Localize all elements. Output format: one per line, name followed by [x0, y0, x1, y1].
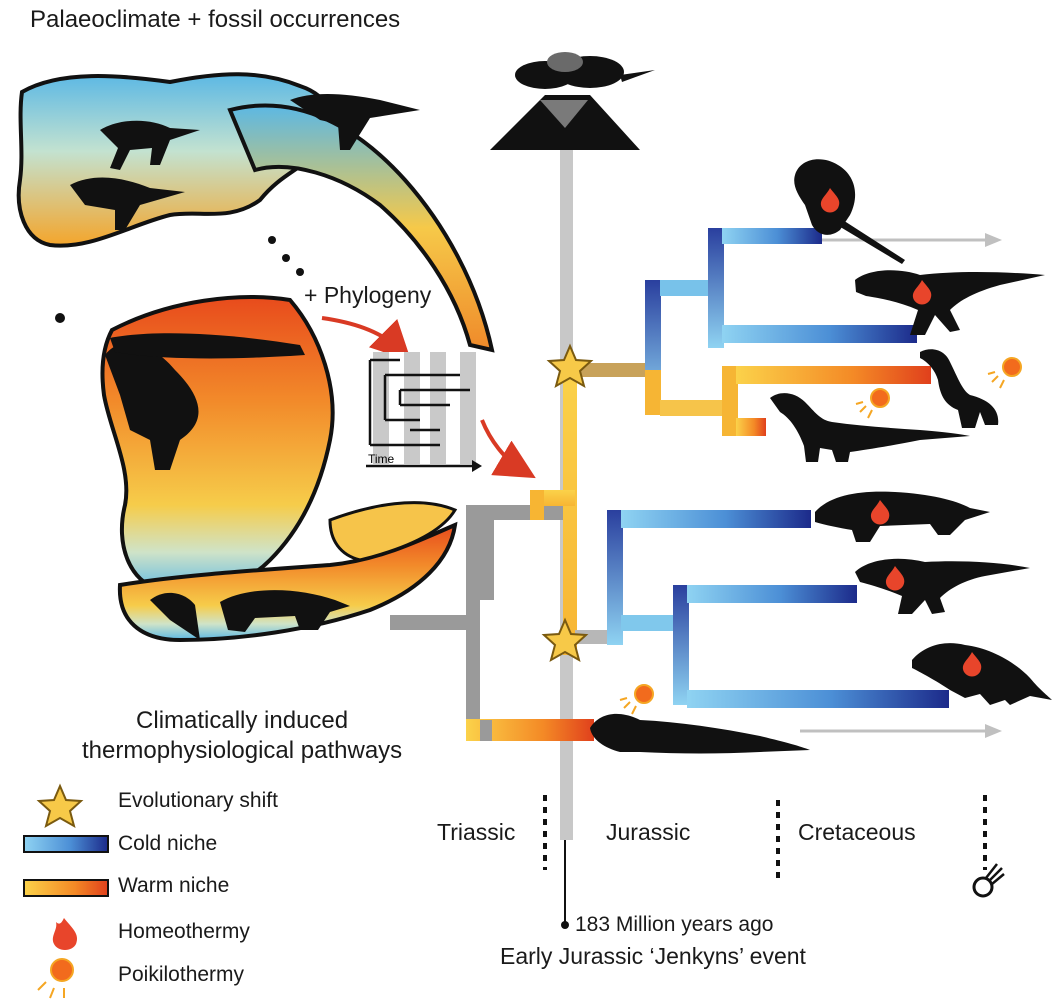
red-arrow-to-phylogeny	[322, 318, 400, 350]
warm-branch-brachiosaur	[736, 366, 931, 384]
island	[268, 236, 276, 244]
meteor-icon	[974, 864, 1004, 896]
volcano-icon	[490, 52, 655, 150]
lower-clade-node	[607, 510, 623, 645]
sun-dot-icon-diplodocid	[856, 389, 889, 418]
cold-branch-bird	[722, 228, 822, 244]
flame-icon	[53, 918, 77, 950]
sun-dot-icon-crocodile	[620, 685, 653, 714]
star-icon	[39, 786, 81, 826]
island	[55, 313, 65, 323]
warm-node-sauropods	[722, 366, 738, 436]
cold-branch-ankylosaur	[621, 510, 811, 528]
cold-branch-ceratopsian	[687, 690, 949, 708]
island	[282, 254, 290, 262]
inset-time-label: Time	[368, 452, 395, 466]
cold-node-ornithopods	[673, 585, 689, 705]
warm-gradient-swatch	[24, 880, 108, 896]
cold-branch-hadrosaur	[687, 585, 857, 603]
ankylosaur-silhouette-tip	[815, 492, 990, 542]
warm-branch-diplodocid	[736, 418, 766, 436]
sun-dot-icon-brachiosaur	[988, 358, 1021, 388]
hadrosaur-silhouette-tip	[855, 559, 1030, 614]
cold-branch-to-tyrannosaur	[660, 280, 710, 296]
cold-gradient-swatch	[24, 836, 108, 852]
crocodile-silhouette-tip	[590, 714, 810, 754]
basal-warm-connector	[466, 505, 480, 720]
cold-branch-tyrannosaur	[722, 325, 917, 343]
cold-node-upper	[708, 228, 724, 348]
bird-silhouette-tip	[794, 159, 905, 264]
brachiosaur-silhouette-tip	[920, 349, 998, 428]
event-marker-dot	[561, 921, 569, 929]
warm-branch-sauropod-node	[660, 400, 730, 416]
sun-dot-icon	[38, 959, 73, 998]
warm-main-stem	[563, 365, 577, 655]
cold-branch-ornithopod-node	[621, 615, 681, 631]
diplodocid-silhouette-tip	[770, 393, 970, 462]
phylogeny-inset: Time	[366, 352, 482, 472]
red-arrow-to-tree	[482, 420, 522, 470]
island	[296, 268, 304, 276]
